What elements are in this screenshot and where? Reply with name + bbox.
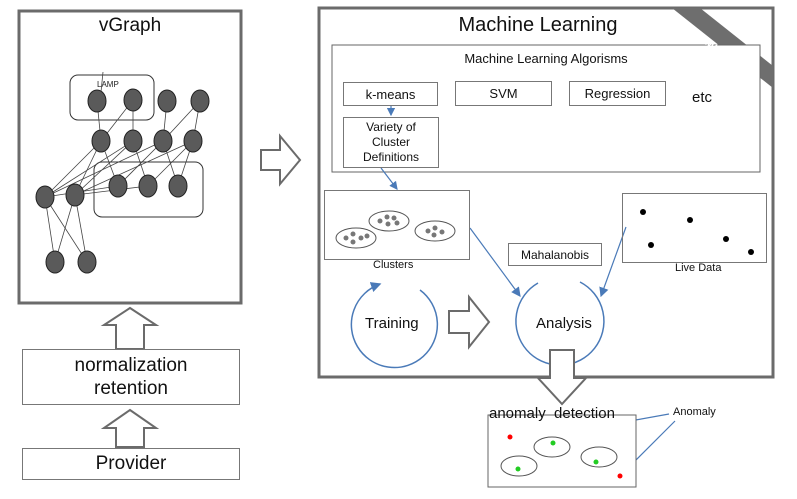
retention-label: retention: [94, 378, 168, 399]
lamp-group-box: [69, 74, 155, 121]
lamp-label: LAMP: [97, 80, 119, 89]
cluster-def-line2: Cluster: [371, 135, 410, 149]
arrow-cluster-def-to-clusters: [380, 167, 398, 190]
algorithm-kmeans: k-means: [343, 82, 438, 106]
vgraph-title: vGraph: [98, 15, 162, 36]
right-arrow-main: [260, 133, 302, 187]
provider-box: Provider: [22, 448, 240, 480]
anomaly-detection-title: anomaly detection: [489, 405, 615, 422]
training-cycle: [350, 282, 439, 369]
up-arrow-bottom: [100, 408, 160, 448]
live-data-points: [640, 209, 754, 255]
right-arrow-training: [448, 294, 491, 350]
training-label: Training: [365, 315, 419, 332]
algorithm-regression: Regression: [569, 81, 666, 106]
down-arrow-detection: [535, 349, 589, 406]
clusters-label: Clusters: [373, 259, 414, 271]
anomaly-label: Anomaly: [673, 406, 716, 418]
arrow-live-to-analysis: [599, 226, 627, 298]
up-arrow-top: [100, 306, 160, 350]
cluster-definitions-box: Variety of Cluster Definitions: [343, 117, 439, 168]
arrow-clusters-to-analysis: [469, 227, 521, 297]
cluster-def-line3: Definitions: [362, 150, 420, 164]
algorithms-etc: etc: [692, 89, 713, 106]
detection-illustration: [500, 434, 623, 479]
graph-nodes: [35, 88, 210, 274]
clusters-illustration: [335, 210, 456, 249]
algorithm-svm: SVM: [455, 81, 552, 106]
ml-title: Machine Learning: [458, 13, 618, 36]
normalization-label: normalization: [74, 355, 188, 376]
live-data-box: [622, 193, 767, 263]
analysis-label: Analysis: [536, 315, 592, 332]
clusters-box: [324, 190, 470, 260]
normalization-box: normalization retention: [22, 349, 240, 405]
live-data-label: Live Data: [675, 262, 722, 274]
algorithms-title: Machine Learning Algorisms: [464, 50, 628, 66]
mahalanobis-box: Mahalanobis: [508, 243, 602, 266]
cluster-def-line1: Variety of: [366, 120, 416, 134]
